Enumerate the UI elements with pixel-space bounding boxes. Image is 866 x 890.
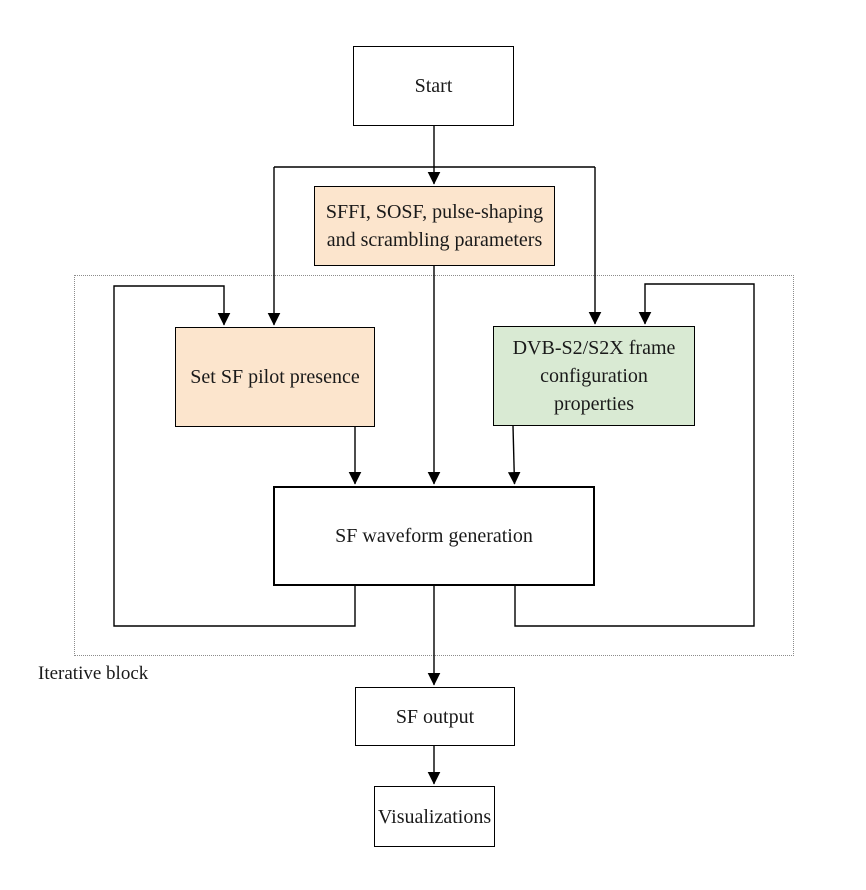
node-parameters-label: SFFI, SOSF, pulse-shaping and scrambling… — [325, 201, 544, 251]
node-start-label: Start — [414, 75, 453, 97]
node-sf-waveform-generation: SF waveform generation — [273, 486, 595, 586]
node-set-sf-pilot-presence-label: Set SF pilot presence — [190, 366, 360, 388]
node-frame-configuration-label: DVB-S2/S2X frame configuration propertie… — [512, 337, 676, 415]
node-sf-output: SF output — [355, 687, 515, 746]
node-parameters: SFFI, SOSF, pulse-shaping and scrambling… — [314, 186, 555, 266]
node-visualizations: Visualizations — [374, 786, 495, 847]
iterative-block-label: Iterative block — [38, 663, 149, 684]
node-sf-waveform-generation-label: SF waveform generation — [335, 525, 533, 547]
node-frame-configuration: DVB-S2/S2X frame configuration propertie… — [493, 326, 695, 426]
node-start: Start — [353, 46, 514, 126]
node-visualizations-label: Visualizations — [377, 805, 492, 828]
node-set-sf-pilot-presence: Set SF pilot presence — [175, 327, 375, 427]
node-sf-output-label: SF output — [395, 705, 475, 728]
